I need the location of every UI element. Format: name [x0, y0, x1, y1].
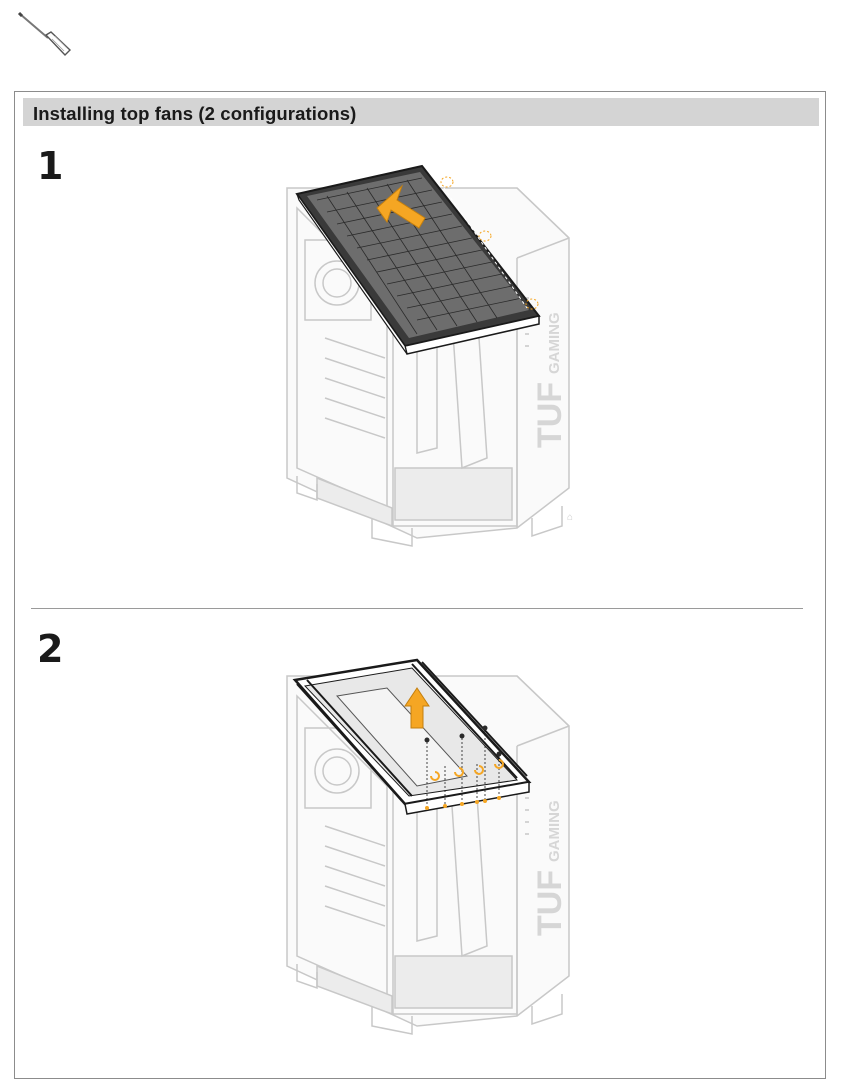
step-divider: [31, 608, 803, 609]
step-1-number: 1: [37, 144, 64, 188]
instruction-panel: Installing top fans (2 configurations) 1: [14, 91, 826, 1079]
step-2-illustration: TUF GAMING: [286, 658, 570, 1035]
tuf-logo-2: TUF: [531, 870, 569, 936]
tuf-logo-1: TUF: [531, 382, 569, 448]
screwdriver-icon: [17, 11, 72, 57]
gaming-label-1: GAMING: [546, 312, 563, 374]
step-1-illustration: TUF GAMING ⌂: [286, 164, 573, 547]
gaming-label-2: GAMING: [546, 800, 563, 862]
screw-icon: [424, 725, 502, 757]
section-header: Installing top fans (2 configurations): [23, 98, 819, 126]
lift-arrow-icon: [404, 687, 430, 729]
section-title: Installing top fans (2 configurations): [33, 103, 357, 124]
lift-arrow-icon: [376, 184, 426, 229]
tuf-emblem-1: ⌂: [567, 512, 573, 523]
step-2-number: 2: [37, 627, 64, 671]
